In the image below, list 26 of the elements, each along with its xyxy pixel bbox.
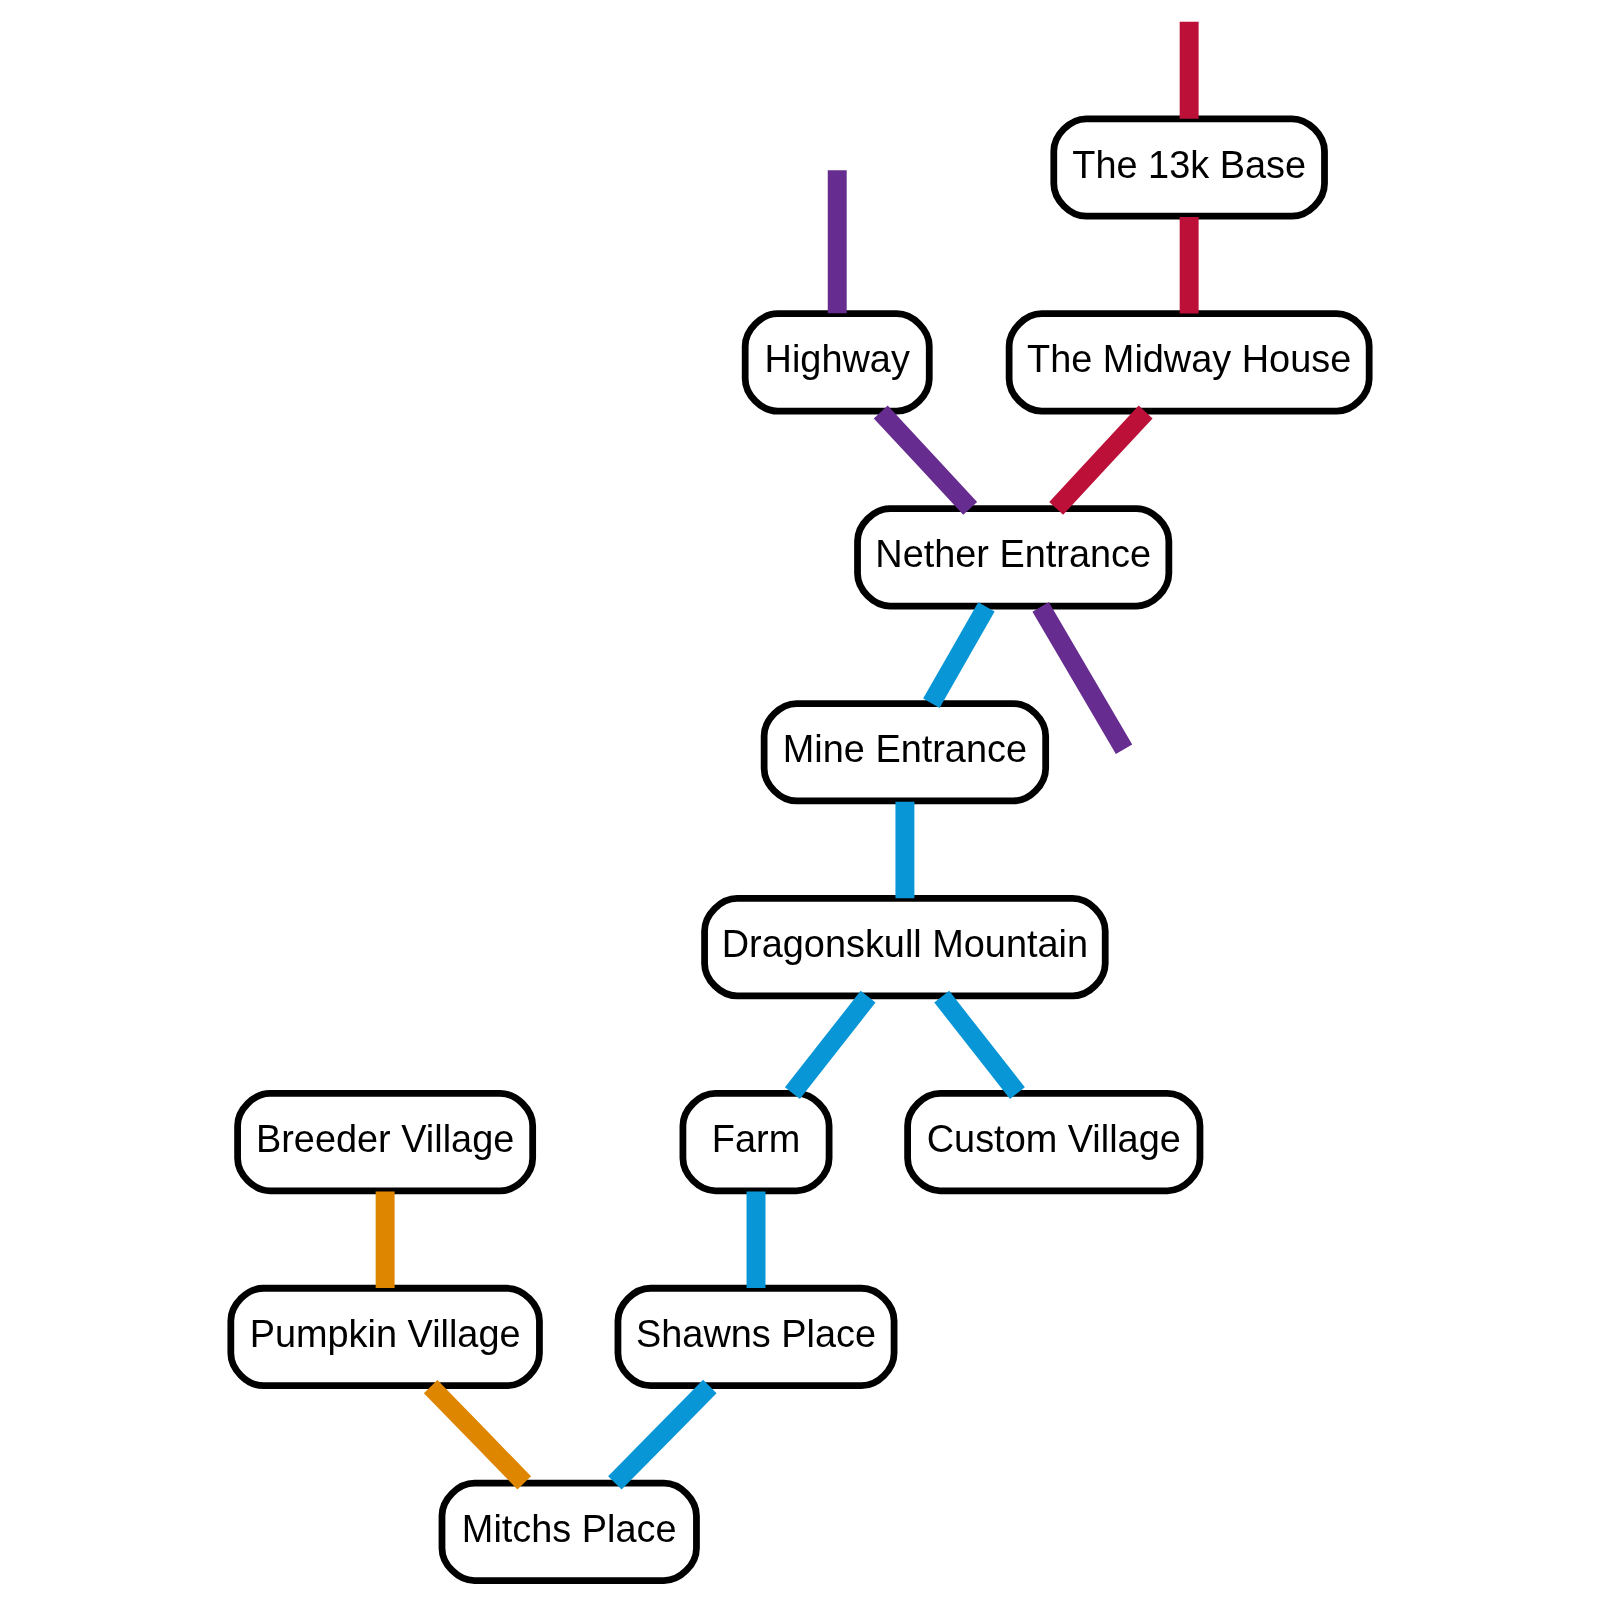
connector bbox=[1032, 602, 1133, 755]
connector bbox=[827, 170, 847, 314]
node-box: Custom Village bbox=[904, 1089, 1204, 1195]
connector bbox=[873, 405, 978, 515]
node-box: The 13k Base bbox=[1050, 115, 1328, 220]
connector bbox=[1179, 217, 1199, 314]
node-box: Farm bbox=[679, 1089, 833, 1195]
connector bbox=[423, 1379, 532, 1490]
connector bbox=[934, 990, 1025, 1099]
node-box: Highway bbox=[741, 310, 933, 415]
connector bbox=[784, 990, 876, 1099]
connector bbox=[895, 801, 915, 899]
node-box: The Midway House bbox=[1005, 310, 1373, 415]
connector bbox=[608, 1379, 717, 1490]
node-box: Nether Entrance bbox=[854, 505, 1173, 610]
node-box: Mine Entrance bbox=[760, 700, 1050, 805]
connector bbox=[1049, 405, 1153, 515]
connector bbox=[375, 1191, 395, 1288]
connector bbox=[1179, 21, 1199, 119]
connector bbox=[746, 1191, 766, 1288]
node-box: Mitchs Place bbox=[438, 1479, 700, 1584]
node-box: Pumpkin Village bbox=[227, 1284, 543, 1390]
node-box: Shawns Place bbox=[614, 1284, 898, 1390]
node-box: Breeder Village bbox=[234, 1089, 537, 1195]
node-box: Dragonskull Mountain bbox=[701, 895, 1109, 1000]
connector bbox=[923, 602, 995, 708]
